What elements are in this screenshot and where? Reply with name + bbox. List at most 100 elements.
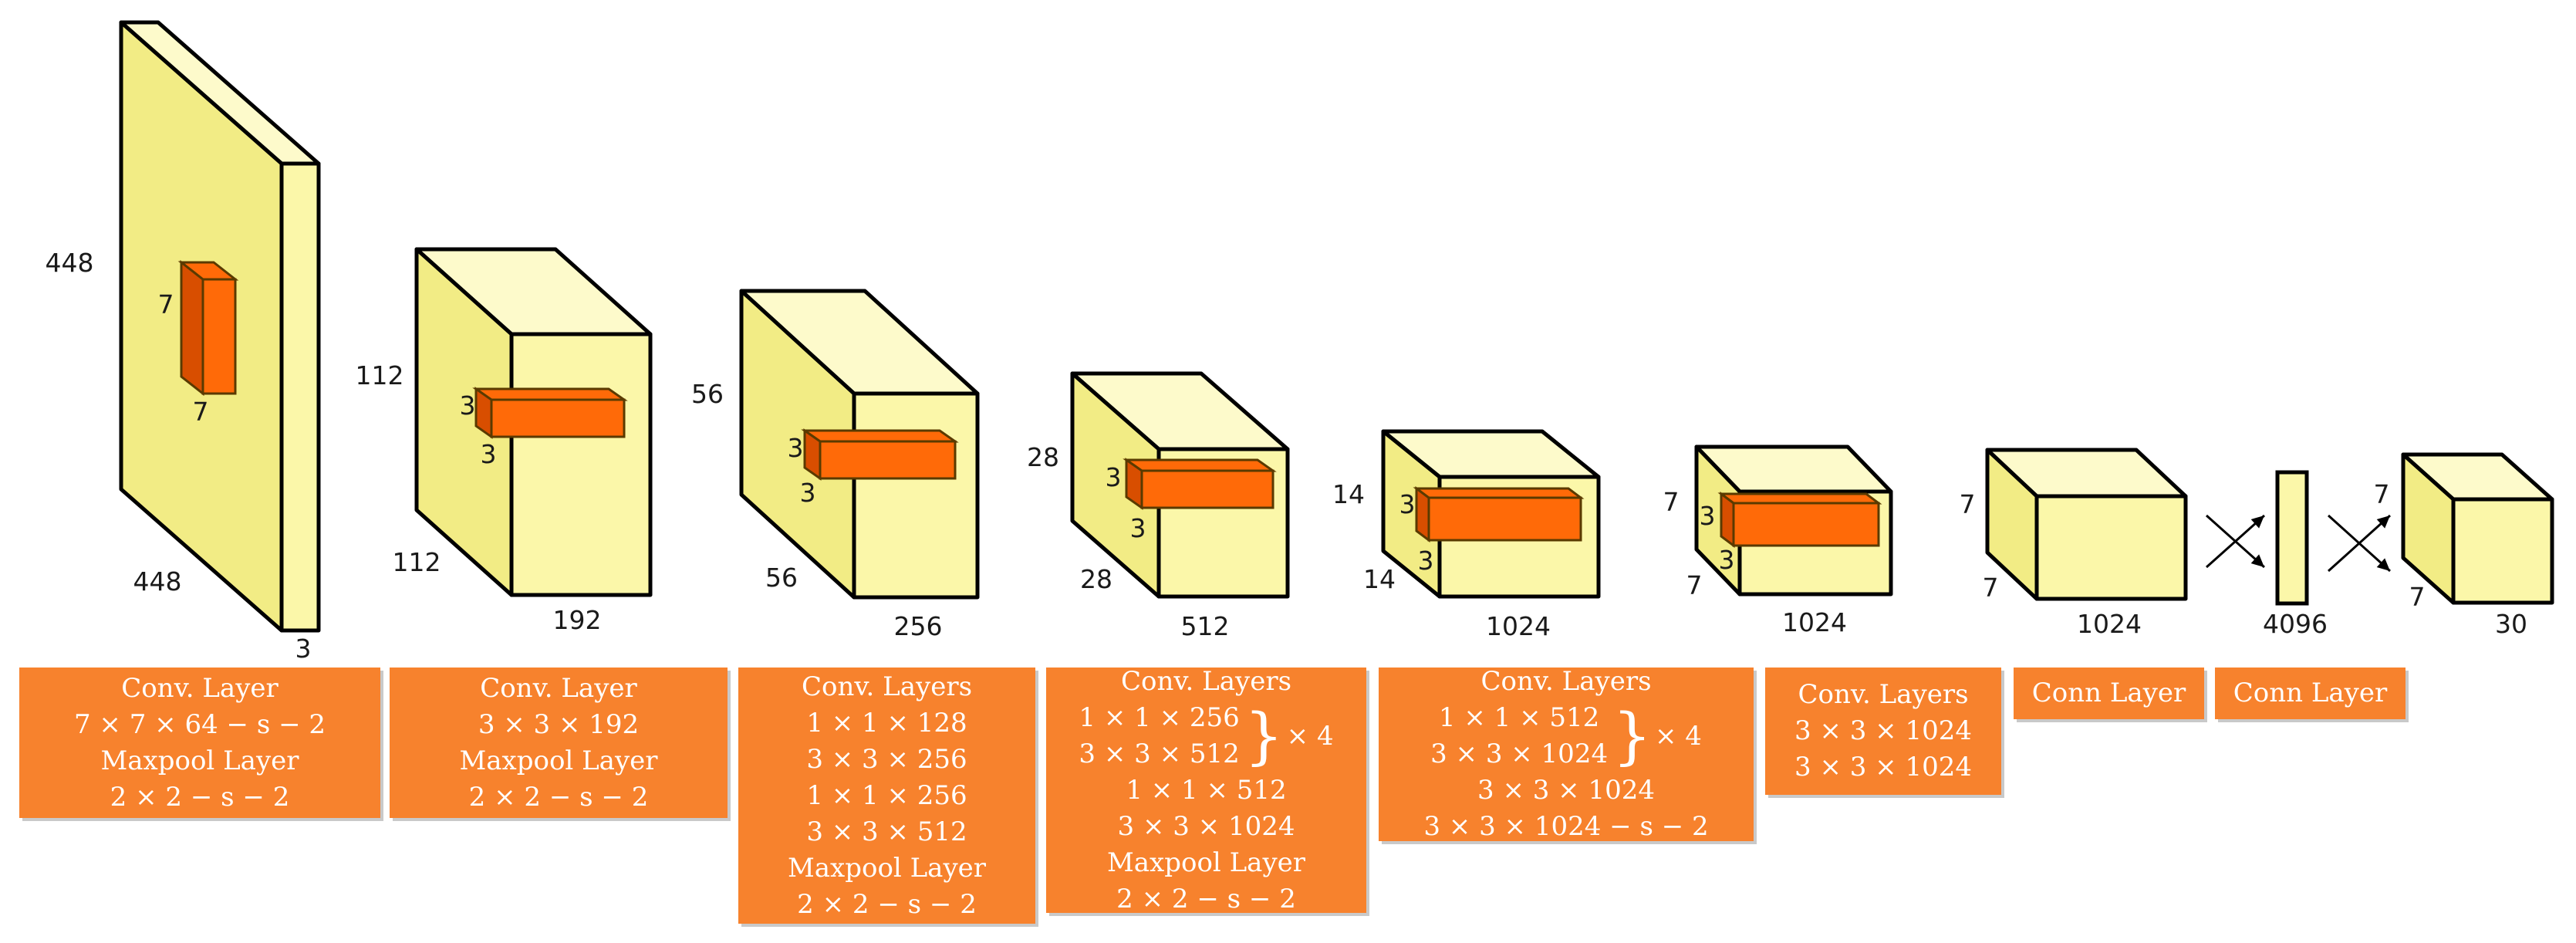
label-conv5-kernel-a: 3 [1700, 501, 1716, 531]
b8-line-0: Conn Layer [2233, 678, 2388, 708]
b4-after-line-3: 2 × 2 − s − 2 [1116, 883, 1296, 914]
label-conv5-height: 7 [1663, 487, 1680, 517]
arrow-2-down-head [2376, 558, 2390, 571]
layer-box-5: Conv. Layers 1 × 1 × 512 3 × 3 × 1024}× 4 3… [1379, 666, 1754, 842]
label-conv3-kernel-a: 3 [1106, 462, 1122, 492]
label-input-width: 448 [133, 566, 182, 597]
label-output-height: 7 [2374, 479, 2390, 509]
label-conv6-depth: 1024 [2077, 609, 2142, 639]
label-conv1-kernel-a: 3 [460, 390, 476, 421]
b2-line-0: Conv. Layer [480, 672, 637, 704]
b1-line-2: Maxpool Layer [100, 745, 299, 776]
label-fc-depth: 4096 [2263, 609, 2328, 639]
b3-line-6: 2 × 2 − s − 2 [797, 888, 977, 920]
kernel-conv1-front [490, 398, 626, 438]
kernel-conv2-front [819, 440, 957, 480]
layer-box-1: Conv. Layer 7 × 7 × 64 − s − 2 Maxpool Lay… [19, 668, 380, 818]
kernel-conv1-top [472, 387, 628, 401]
label-conv1-kernel-b: 3 [481, 439, 497, 469]
b1-line-0: Conv. Layer [121, 672, 279, 704]
b4-repeat-count: × 4 [1286, 720, 1334, 752]
kernel-conv5-top [1717, 492, 1882, 505]
b6-line-0: Conv. Layers [1798, 679, 1969, 710]
b1-line-3: 2 × 2 − s − 2 [110, 781, 290, 813]
label-conv4-kernel-a: 3 [1399, 489, 1416, 519]
volume-conv2 [739, 289, 980, 600]
volume-conv2-front [852, 391, 980, 600]
b3-line-3: 1 × 1 × 256 [806, 779, 967, 811]
label-conv1-height: 112 [356, 360, 404, 390]
b5-group-line-1: 3 × 3 × 1024 [1430, 739, 1609, 769]
arrow-1-up-head [2250, 515, 2264, 529]
b4-group-line-0: 1 × 1 × 256 [1079, 701, 1240, 733]
label-conv1-width: 112 [393, 547, 441, 577]
b4-repeat-group: 1 × 1 × 256 3 × 3 × 512}× 4 [1046, 700, 1366, 772]
label-conv6-height: 7 [1960, 489, 1976, 519]
b5-repeat-count: × 4 [1654, 721, 1702, 752]
kernel-conv4-side [1415, 486, 1430, 542]
label-conv4-depth: 1024 [1486, 611, 1551, 641]
label-input-kernel-a: 7 [158, 289, 174, 319]
volume-fc [2275, 470, 2309, 606]
kernel-conv5-side [1720, 492, 1735, 548]
b5-after-line-0: 3 × 3 × 1024 [1477, 775, 1655, 806]
kernel-input [177, 259, 239, 397]
label-input-depth: 3 [295, 634, 312, 664]
label-conv2-kernel-b: 3 [800, 478, 816, 508]
layer-box-3: Conv. Layers 1 × 1 × 128 3 × 3 × 256 1 × 1 … [738, 668, 1035, 924]
b5-repeat-group: 1 × 1 × 512 3 × 3 × 1024}× 4 [1379, 700, 1754, 772]
volume-input-front [279, 161, 321, 633]
kernel-input-side [180, 259, 204, 397]
b6-line-2: 3 × 3 × 1024 [1794, 752, 1972, 782]
label-output-depth: 30 [2495, 609, 2527, 639]
label-conv5-depth: 1024 [1782, 607, 1847, 637]
b4-after-line-2: Maxpool Layer [1106, 847, 1306, 878]
label-conv3-kernel-b: 3 [1130, 513, 1146, 543]
b2-line-2: Maxpool Layer [459, 745, 658, 776]
volume-conv6-front [2034, 494, 2188, 601]
label-conv6-width: 7 [1983, 573, 1999, 603]
label-conv2-kernel-a: 3 [788, 433, 804, 463]
volume-output [2401, 452, 2554, 605]
volume-conv6 [1985, 448, 2188, 601]
arrow-1-down-line [2206, 514, 2265, 569]
b3-line-0: Conv. Layers [801, 671, 973, 702]
b2-line-1: 3 × 3 × 192 [478, 708, 640, 740]
b2-line-3: 2 × 2 − s − 2 [468, 781, 649, 813]
b3-line-5: Maxpool Layer [787, 852, 987, 884]
kernel-conv2 [801, 428, 959, 481]
label-conv3-width: 28 [1080, 564, 1112, 594]
kernel-conv5 [1717, 492, 1882, 548]
label-conv3-depth: 512 [1181, 611, 1230, 641]
b3-line-1: 1 × 1 × 128 [806, 707, 967, 739]
layer-box-8: Conn Layer [2215, 668, 2406, 719]
b5-after-line-1: 3 × 3 × 1024 − s − 2 [1423, 811, 1709, 842]
label-conv4-height: 14 [1332, 479, 1365, 509]
b5-brace: } [1612, 700, 1652, 772]
b1-line-1: 7 × 7 × 64 − s − 2 [73, 708, 326, 740]
b6-line-1: 3 × 3 × 1024 [1794, 715, 1972, 746]
kernel-conv4 [1413, 486, 1585, 542]
kernel-conv1 [472, 387, 628, 439]
b3-line-2: 3 × 3 × 256 [806, 743, 967, 775]
layer-box-7: Conn Layer [2014, 668, 2204, 719]
kernel-conv2-top [801, 429, 959, 443]
b4-group-lines: 1 × 1 × 256 3 × 3 × 512 [1079, 700, 1239, 772]
b5-title: Conv. Layers [1480, 666, 1652, 697]
arrow-2-up-head [2376, 515, 2390, 529]
label-conv3-height: 28 [1027, 442, 1059, 472]
volume-output-front [2451, 497, 2554, 605]
kernel-conv4-top [1413, 487, 1585, 499]
label-conv4-kernel-b: 3 [1418, 546, 1434, 576]
b4-brace: } [1244, 699, 1284, 772]
label-conv2-width: 56 [765, 563, 798, 593]
label-conv5-width: 7 [1686, 570, 1703, 600]
b4-group-line-1: 3 × 3 × 512 [1079, 738, 1240, 769]
kernel-conv4-front [1427, 496, 1582, 542]
kernel-input-front [201, 278, 237, 395]
b5-group-line-0: 1 × 1 × 512 [1438, 702, 1600, 733]
label-input-kernel-b: 7 [193, 397, 209, 427]
